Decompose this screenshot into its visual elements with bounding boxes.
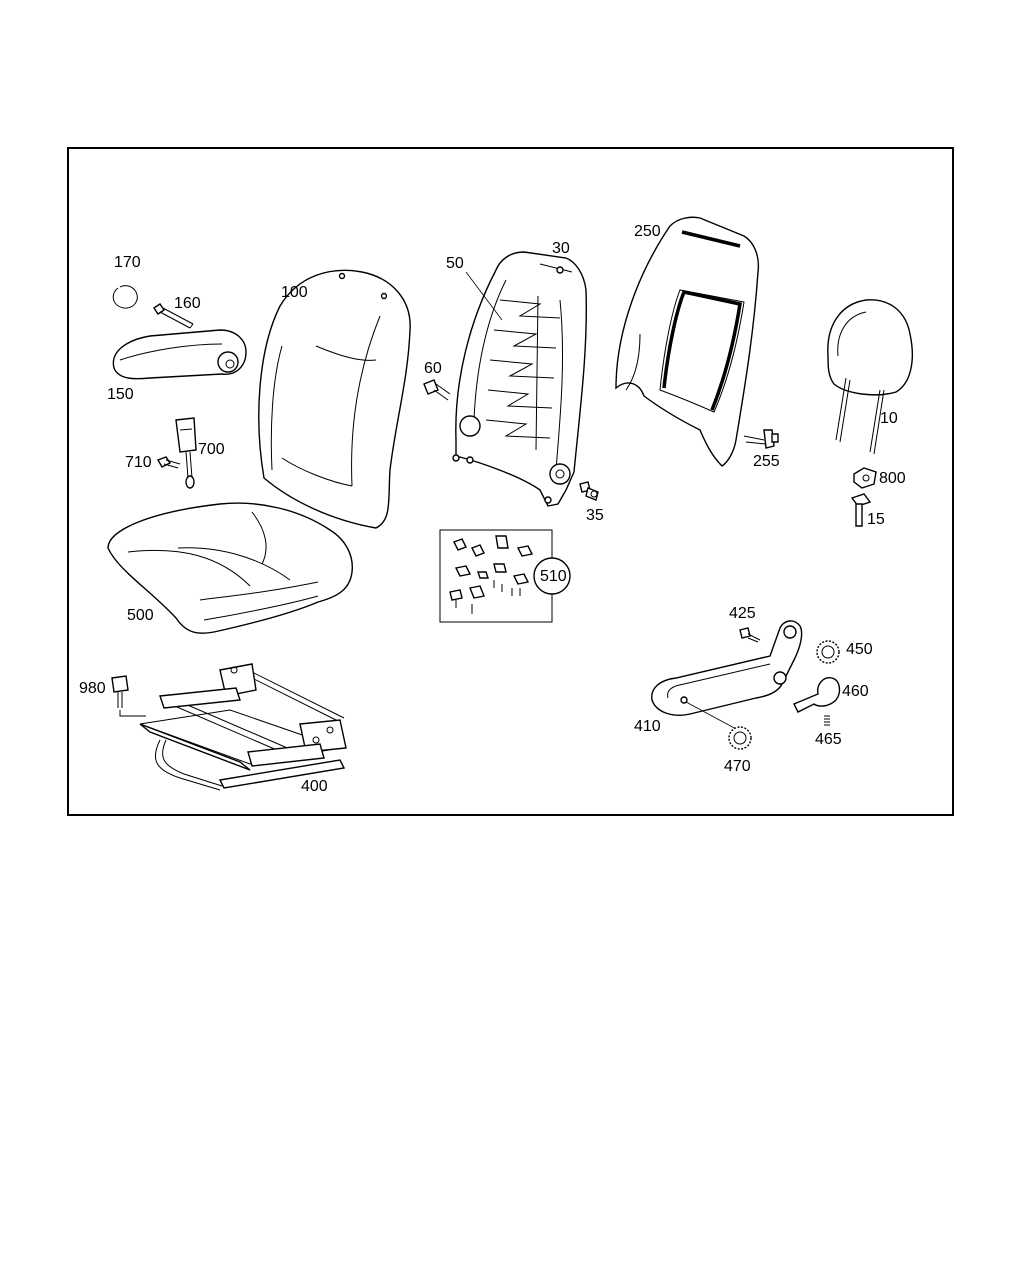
label-250: 250 xyxy=(634,223,661,240)
side-cover-410[interactable] xyxy=(651,620,803,731)
label-255: 255 xyxy=(753,453,780,470)
backrest-cushion-100[interactable] xyxy=(258,269,411,529)
guide-sleeve-15[interactable] xyxy=(850,493,872,527)
label-470: 470 xyxy=(724,758,751,775)
bolt-35[interactable] xyxy=(579,481,599,501)
backrest-frame-30[interactable] xyxy=(452,251,587,507)
knob-470[interactable] xyxy=(728,726,752,750)
retaining-ring-170[interactable] xyxy=(112,285,138,309)
label-50: 50 xyxy=(446,255,464,272)
knob-450[interactable] xyxy=(816,640,840,664)
spring-465[interactable] xyxy=(824,715,830,726)
headrest-10[interactable] xyxy=(827,299,913,455)
label-710: 710 xyxy=(125,454,152,471)
backrest-cover-250[interactable] xyxy=(615,216,760,467)
leader-line-50 xyxy=(465,271,503,321)
belt-buckle-700[interactable] xyxy=(175,417,197,489)
diagram-frame xyxy=(67,147,954,816)
label-980: 980 xyxy=(79,680,106,697)
label-10: 10 xyxy=(880,410,898,427)
label-170: 170 xyxy=(114,254,141,271)
screw-425[interactable] xyxy=(739,627,761,643)
fastener-kit-510[interactable] xyxy=(439,529,553,623)
label-400: 400 xyxy=(301,778,328,795)
seat-cushion-500[interactable] xyxy=(107,502,353,634)
headrest-guide-800[interactable] xyxy=(853,467,877,489)
label-160: 160 xyxy=(174,295,201,312)
screw-160[interactable] xyxy=(153,303,194,329)
label-100: 100 xyxy=(281,284,308,301)
screw-255[interactable] xyxy=(743,429,779,449)
callout-circle-510 xyxy=(533,557,571,595)
bolt-60[interactable] xyxy=(423,379,451,401)
bolt-710[interactable] xyxy=(156,456,181,469)
label-60: 60 xyxy=(424,360,442,377)
label-35: 35 xyxy=(586,507,604,524)
label-700: 700 xyxy=(198,441,225,458)
label-150: 150 xyxy=(107,386,134,403)
label-500: 500 xyxy=(127,607,154,624)
label-465: 465 xyxy=(815,731,842,748)
label-510: 510 xyxy=(540,568,567,585)
label-425: 425 xyxy=(729,605,756,622)
label-410: 410 xyxy=(634,718,661,735)
armrest-150[interactable] xyxy=(112,329,247,380)
seat-frame-400[interactable] xyxy=(139,663,347,791)
label-30: 30 xyxy=(552,240,570,257)
lever-460[interactable] xyxy=(793,677,841,713)
label-450: 450 xyxy=(846,641,873,658)
bolt-980[interactable] xyxy=(111,675,146,717)
label-800: 800 xyxy=(879,470,906,487)
label-15: 15 xyxy=(867,511,885,528)
label-460: 460 xyxy=(842,683,869,700)
